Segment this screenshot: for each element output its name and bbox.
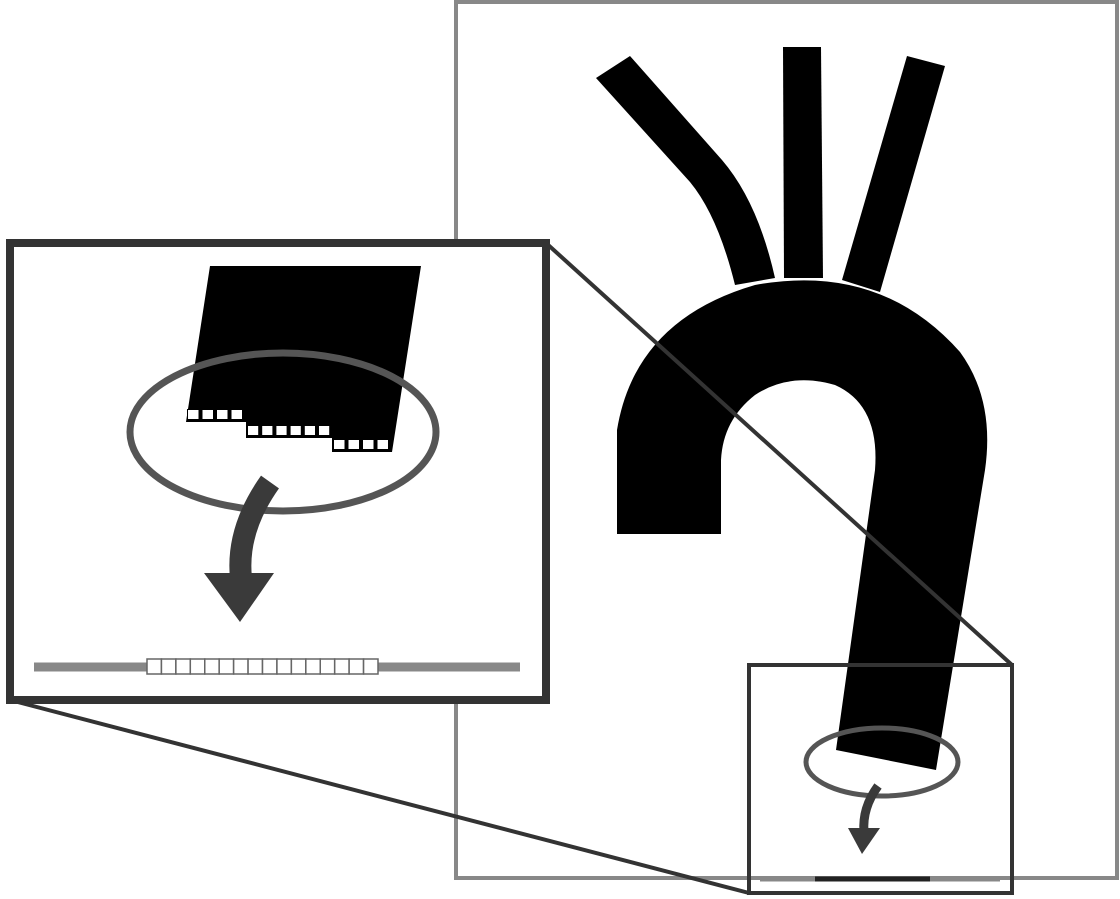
plate-cell (364, 659, 378, 674)
plate-cell (263, 659, 277, 674)
plate-cell (277, 659, 291, 674)
stair-cell (377, 440, 389, 450)
plate-cell (190, 659, 204, 674)
plate-cell (335, 659, 349, 674)
plate-cell (306, 659, 320, 674)
plate-cell (176, 659, 190, 674)
stair-cell (334, 440, 346, 450)
stair-cell (217, 410, 229, 420)
stair-cell (262, 426, 273, 436)
stair-cell (348, 440, 360, 450)
stair-cell (248, 426, 259, 436)
stair-cell (276, 426, 287, 436)
plate-cell (234, 659, 248, 674)
plate-cell (320, 659, 334, 674)
plate-cell (161, 659, 175, 674)
stair-cell (304, 426, 315, 436)
plate-cell (147, 659, 161, 674)
stair-cell (231, 410, 243, 420)
stair-cell (202, 410, 214, 420)
plate-cell (349, 659, 363, 674)
plate-cell (205, 659, 219, 674)
plate-cell (291, 659, 305, 674)
stair-cell (363, 440, 375, 450)
plate-cell (248, 659, 262, 674)
stair-cell (188, 410, 200, 420)
plate-cell (219, 659, 233, 674)
stair-cell (290, 426, 301, 436)
stair-cell (319, 426, 330, 436)
middle-branch (783, 47, 823, 278)
